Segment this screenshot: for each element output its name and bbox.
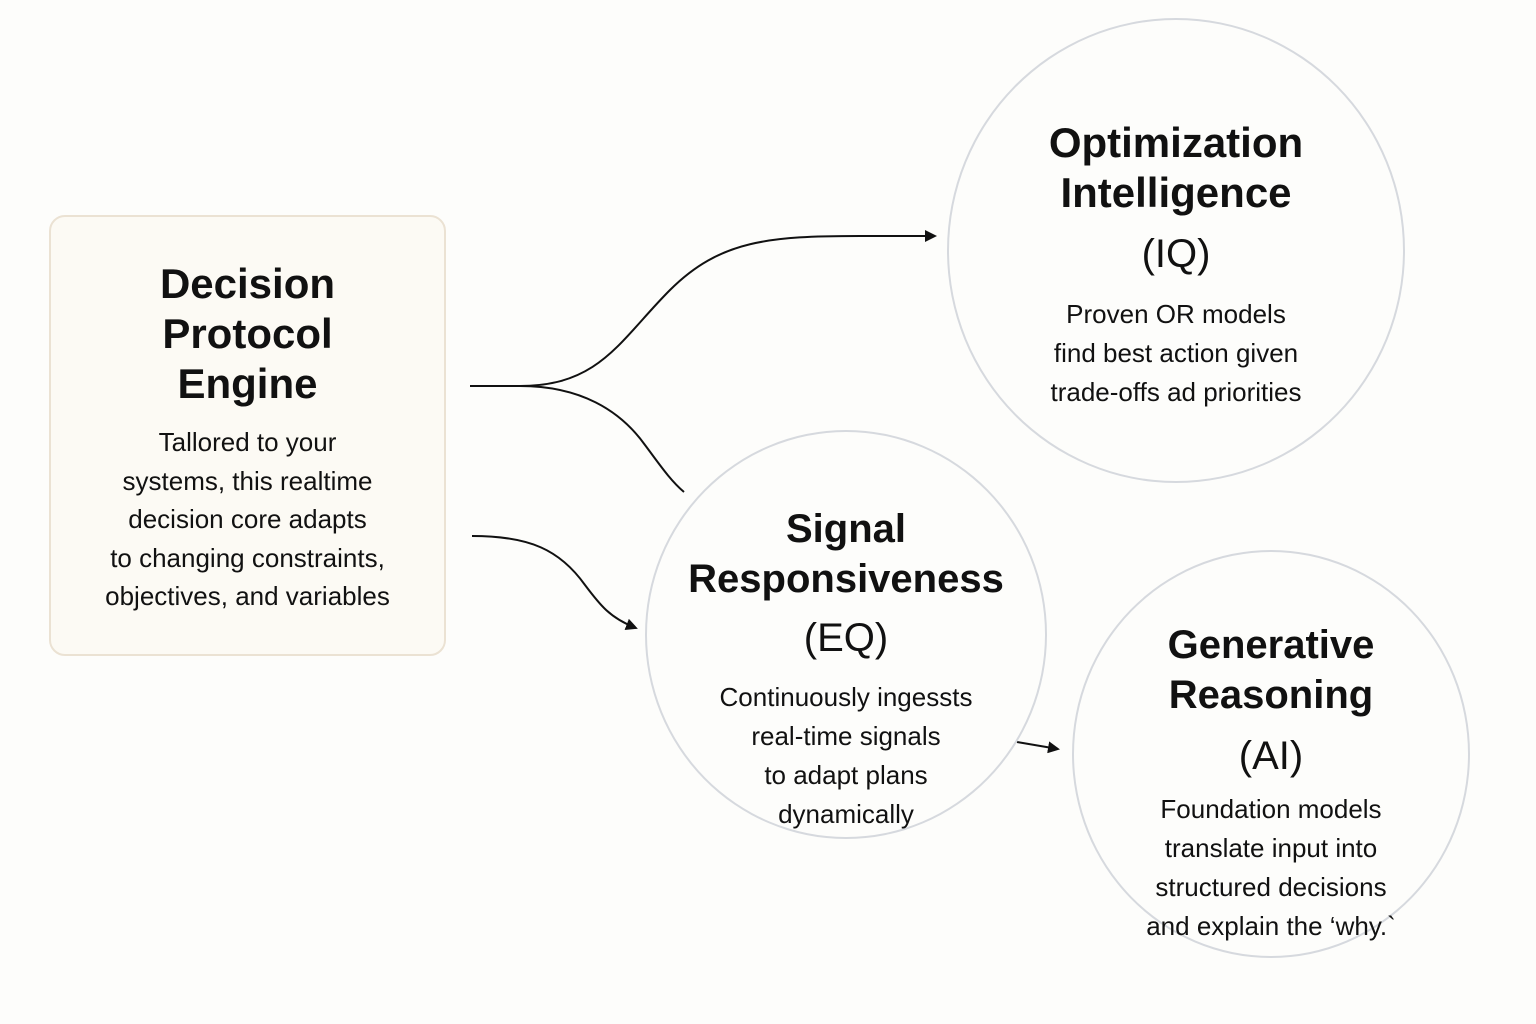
- iq-abbreviation: (IQ): [1141, 232, 1211, 276]
- connector-eq-to-ai: [1016, 741, 1060, 754]
- eq-abbreviation: (EQ): [803, 616, 889, 660]
- connector-engine-to-eq: [471, 535, 638, 631]
- ai-abbreviation: (AI): [1238, 734, 1304, 778]
- connector-engine-to-iq: [470, 230, 937, 387]
- connector-engine-branch: [519, 385, 685, 493]
